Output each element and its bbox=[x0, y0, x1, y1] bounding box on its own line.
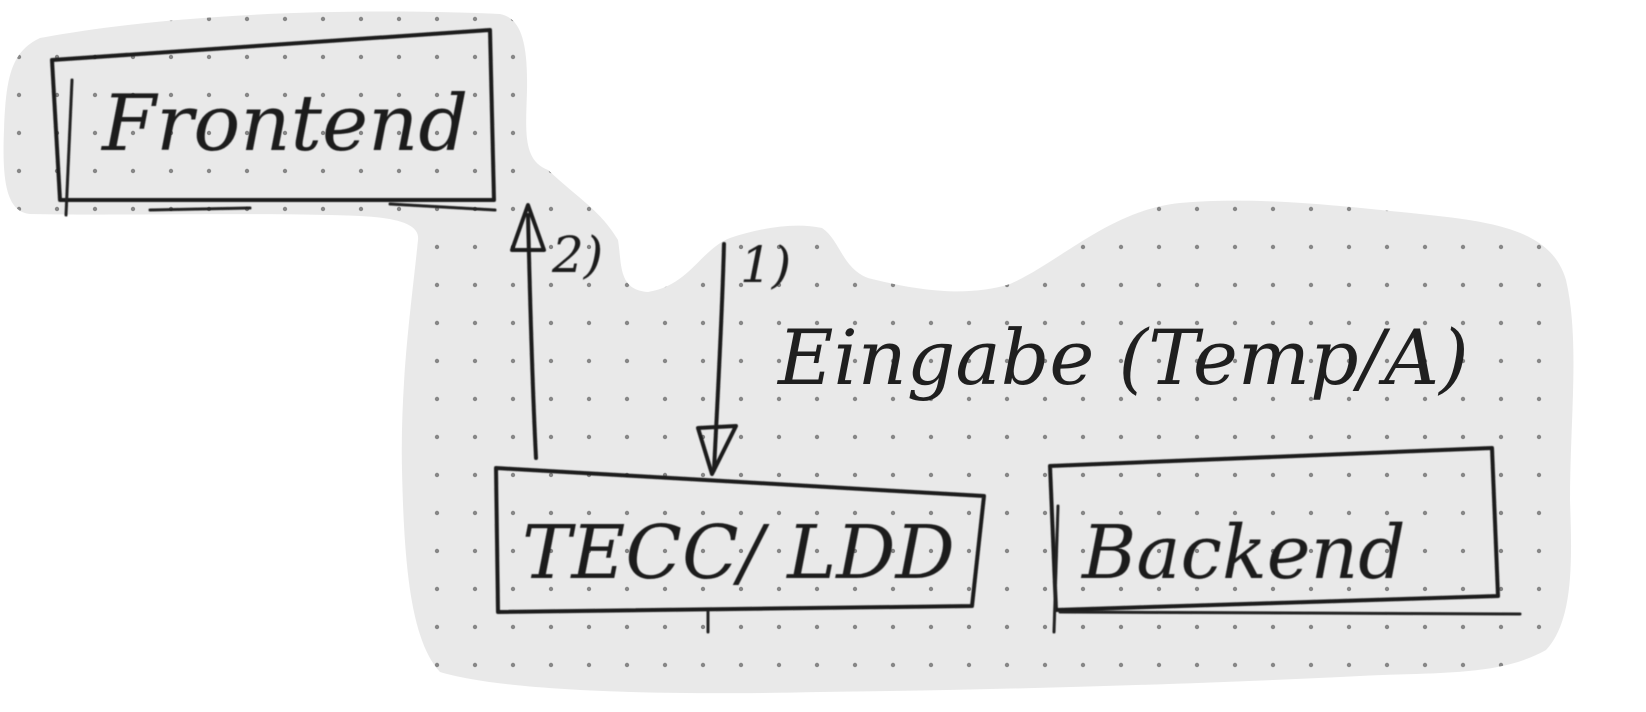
arrow-up-2: 2) bbox=[510, 203, 603, 460]
arrow-down-1: 1) bbox=[696, 236, 791, 476]
arrow-down-label: 1) bbox=[740, 236, 791, 294]
frontend-box: Frontend bbox=[50, 28, 497, 217]
backend-label: Backend bbox=[1080, 510, 1406, 596]
arrow-up-label: 2) bbox=[551, 226, 603, 284]
frontend-label: Frontend bbox=[100, 79, 468, 169]
paper-sheet bbox=[3, 11, 1574, 694]
backend-box: Backend bbox=[1048, 446, 1522, 634]
tecc-ldd-label: TECC/ LDD bbox=[522, 510, 955, 596]
dot-grid bbox=[3, 11, 1574, 694]
input-label: Eingabe (Temp/A) bbox=[776, 313, 1469, 402]
tecc-ldd-box: TECC/ LDD bbox=[494, 466, 986, 634]
